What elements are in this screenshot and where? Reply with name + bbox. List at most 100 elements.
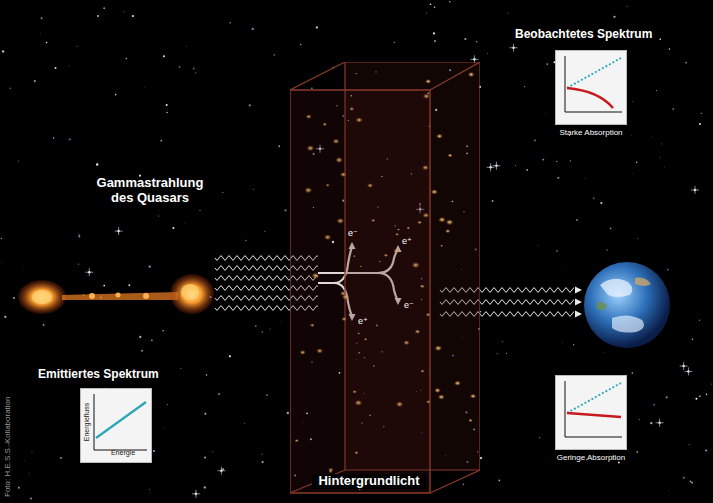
star — [180, 368, 181, 369]
star — [28, 472, 30, 474]
star — [524, 86, 525, 87]
star — [606, 249, 608, 251]
star — [34, 80, 36, 82]
star — [593, 197, 595, 199]
star — [204, 457, 206, 459]
star — [78, 234, 80, 236]
star — [537, 245, 539, 247]
spectrum-line — [567, 383, 621, 413]
star — [204, 413, 206, 415]
star — [229, 355, 231, 357]
bright-star — [691, 186, 699, 194]
particle-label: e⁺ — [402, 236, 416, 246]
particle-label: e⁺ — [358, 316, 372, 326]
star — [672, 108, 674, 110]
bright-star — [510, 44, 518, 52]
star — [22, 268, 24, 270]
star — [506, 353, 507, 354]
star — [163, 55, 165, 57]
star — [394, 42, 395, 43]
star — [573, 344, 574, 345]
star — [222, 192, 223, 193]
panel-heading: Emittiertes Spektrum — [38, 368, 188, 382]
star — [650, 422, 652, 424]
volume-edge — [430, 470, 480, 493]
star — [630, 135, 632, 137]
star — [691, 482, 693, 484]
star — [30, 498, 32, 500]
star — [661, 143, 662, 144]
source-label: Gammastrahlung des Quasars — [88, 176, 212, 206]
star — [274, 54, 275, 55]
star — [229, 22, 231, 24]
axis — [94, 394, 95, 450]
spectrum-panel: Beobachtetes SpektrumStarke Absorption — [515, 28, 705, 146]
arrow-head — [575, 287, 582, 294]
star — [139, 336, 141, 338]
star — [218, 393, 220, 395]
star — [636, 451, 638, 453]
star — [13, 297, 15, 299]
star — [496, 353, 498, 355]
axis — [565, 112, 622, 113]
star — [96, 163, 98, 165]
spectrum-chart — [555, 375, 627, 450]
arrow-head — [575, 299, 582, 306]
star — [78, 236, 80, 238]
star — [699, 320, 700, 321]
star — [476, 41, 478, 43]
galaxy — [438, 217, 446, 223]
star — [705, 449, 707, 451]
star — [636, 161, 637, 162]
star — [653, 404, 655, 406]
volume-edge — [290, 90, 430, 493]
star — [31, 452, 33, 454]
star — [200, 210, 201, 211]
star — [711, 384, 712, 385]
star — [244, 423, 246, 425]
star — [160, 140, 162, 142]
bright-star — [192, 490, 200, 498]
star — [492, 200, 494, 202]
star — [69, 138, 71, 140]
galaxy — [355, 73, 358, 75]
axis — [565, 437, 622, 438]
star — [60, 457, 62, 459]
volume-wireframe — [290, 62, 480, 495]
star — [4, 316, 6, 318]
star — [167, 404, 168, 405]
star — [54, 67, 56, 69]
bright-star — [115, 227, 123, 235]
star — [557, 177, 559, 179]
star — [269, 328, 271, 330]
star — [663, 166, 665, 168]
star — [68, 65, 70, 67]
galaxy — [470, 394, 477, 399]
star — [534, 139, 536, 141]
bright-star — [85, 268, 93, 276]
star — [261, 454, 263, 456]
star — [666, 396, 668, 398]
galaxy — [440, 245, 443, 247]
star — [255, 325, 256, 326]
galaxy — [445, 229, 450, 233]
star — [18, 160, 19, 161]
star — [262, 331, 263, 332]
star — [280, 320, 282, 322]
star — [539, 437, 540, 438]
star — [18, 487, 20, 489]
star — [515, 165, 517, 167]
star — [264, 231, 266, 233]
star — [690, 481, 692, 483]
star — [463, 483, 465, 485]
star — [249, 104, 251, 106]
star — [701, 113, 702, 114]
galaxy — [436, 134, 443, 139]
star — [141, 350, 143, 352]
axis — [565, 381, 566, 437]
star — [632, 173, 634, 175]
star — [656, 90, 657, 91]
star — [284, 209, 286, 211]
star — [193, 68, 195, 70]
spectrum-line — [567, 88, 613, 108]
